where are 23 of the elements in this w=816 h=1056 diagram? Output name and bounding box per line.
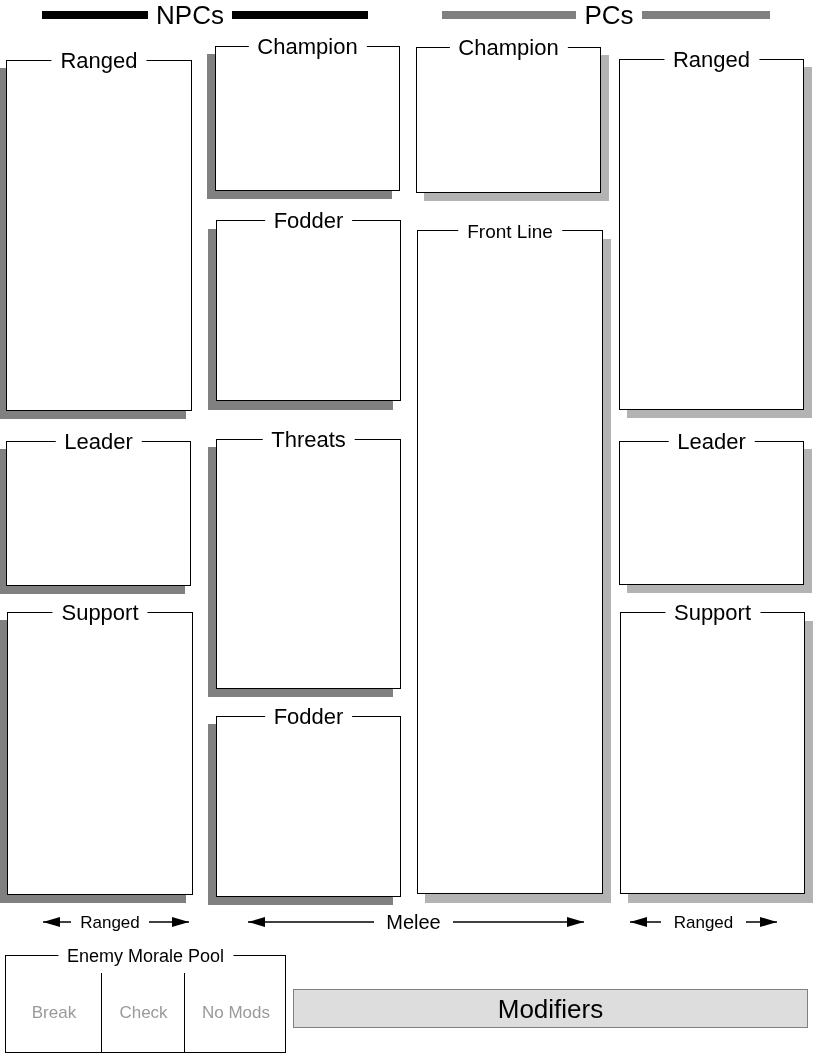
range-label: Ranged	[80, 912, 140, 932]
zone-title: Ranged	[60, 48, 138, 73]
zone-title: Ranged	[672, 47, 751, 72]
zone-title: Leader	[64, 429, 133, 454]
zone-title: Front Line	[467, 220, 553, 242]
group-heading: NPCs	[156, 0, 224, 30]
zone-title: Champion	[458, 35, 559, 60]
zone-title: Fodder	[273, 208, 344, 233]
zone-title: Support	[61, 600, 139, 625]
modifiers-bar	[293, 989, 808, 1028]
zone-title: Champion	[257, 34, 358, 59]
zone-title: Enemy Morale Pool	[66, 946, 225, 966]
range-label: Ranged	[673, 912, 734, 932]
column-label: No Mods	[202, 1004, 270, 1021]
zone-title: Threats	[271, 427, 346, 452]
range-label: Melee	[386, 911, 441, 933]
column-label: Break	[31, 1004, 77, 1021]
column-label: Check	[119, 1004, 168, 1021]
zone-title: Fodder	[273, 704, 344, 729]
zone-title: Leader	[677, 429, 746, 454]
group-heading: PCs	[584, 0, 634, 30]
zone-title: Support	[673, 600, 752, 625]
bar-title: Modifiers	[497, 995, 604, 1022]
